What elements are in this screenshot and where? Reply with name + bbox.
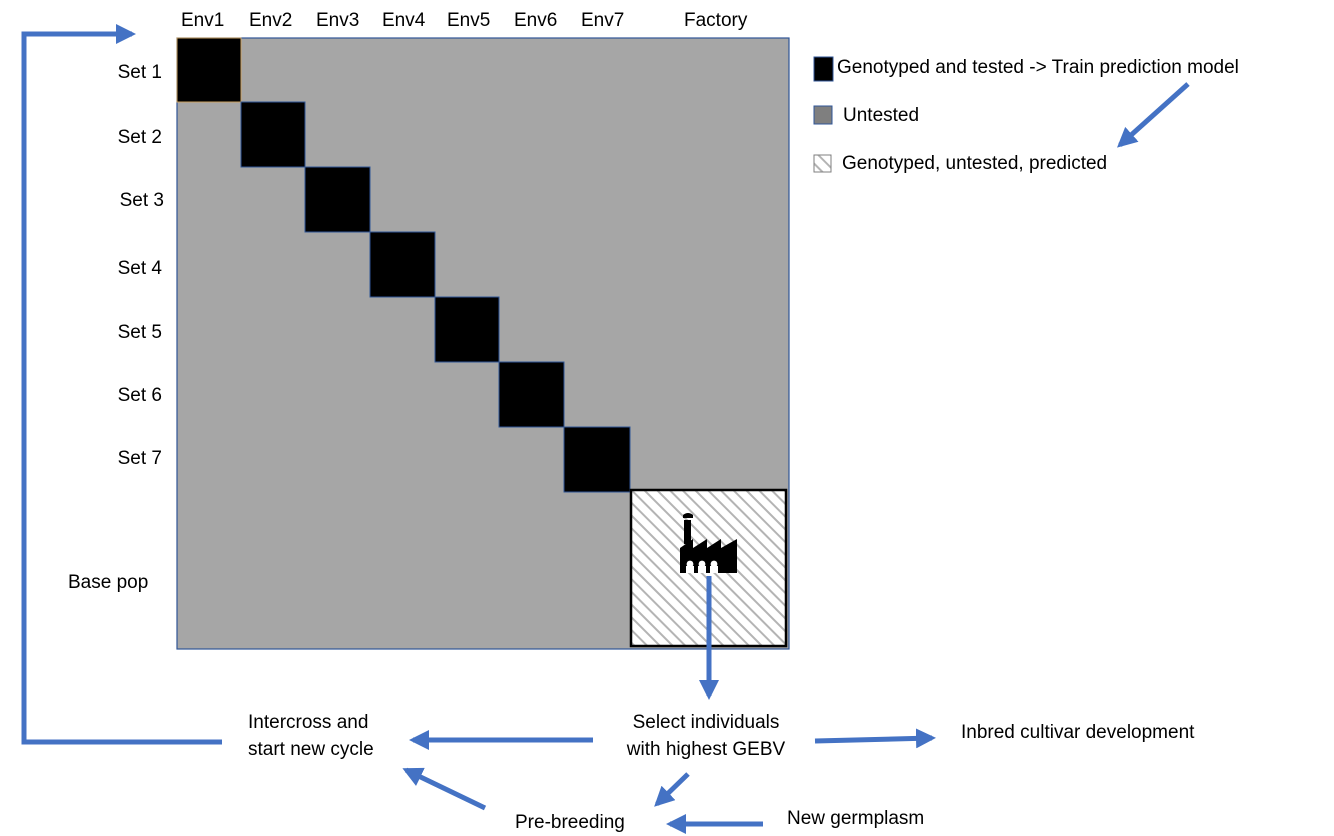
column-header-env5: Env5 [447,10,491,31]
row-label-set7: Set 7 [117,448,162,469]
row-label-set4: Set 4 [117,258,162,279]
row-label-set5: Set 5 [117,322,162,343]
cycle-return-arrow [21,24,222,745]
column-header-env3: Env3 [316,10,360,31]
pre-breeding-label: Pre-breeding [515,812,625,833]
prebreeding-to-intercross-arrow [402,767,487,811]
tested-cell-set2-env2 [240,101,306,168]
tested-cell-set6-env6 [498,361,565,428]
select-to-inbred-arrow [814,728,936,749]
column-header-env1: Env1 [181,10,225,31]
factory-icon [680,513,737,573]
legend-tested-swatch [813,56,834,82]
inbred-cultivar-label: Inbred cultivar development [961,722,1195,743]
row-label-set1: Set 1 [117,62,162,83]
row-label-base-pop: Base pop [68,572,149,593]
column-header-env4: Env4 [382,10,426,31]
select-individuals-line1: Select individuals [632,712,780,733]
tested-cell-set5-env5 [434,296,500,363]
legend-untested-label: Untested [843,105,920,126]
tested-cells [176,37,631,493]
column-header-factory: Factory [684,10,748,31]
select-individuals-line2: with highest GEBV [626,739,786,760]
legend-predicted-label: Genotyped, untested, predicted [842,153,1108,174]
legend-predicted-swatch [813,154,832,173]
row-label-set3: Set 3 [119,190,164,211]
row-label-set6: Set 6 [117,385,162,406]
intercross-line1: Intercross and [248,712,369,733]
tested-cell-set7-env7 [563,426,631,493]
column-header-env2: Env2 [249,10,293,31]
new-germplasm-label: New germplasm [787,808,925,829]
legend-tested-label: Genotyped and tested -> Train prediction… [837,57,1239,78]
column-header-env7: Env7 [581,10,625,31]
tested-cell-set1-env1 [176,37,242,103]
legend-link-arrow [1117,82,1190,148]
column-header-env6: Env6 [514,10,558,31]
row-label-set2: Set 2 [117,127,162,148]
legend-untested-swatch [813,105,833,125]
select-to-prebreeding-arrow [654,772,690,807]
tested-cell-set3-env3 [304,166,371,233]
tested-cell-set4-env4 [369,231,436,298]
intercross-line2: start new cycle [248,739,374,760]
